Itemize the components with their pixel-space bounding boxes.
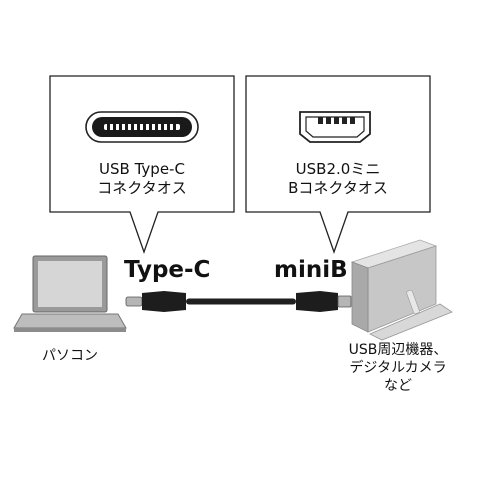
external-drive-icon <box>350 239 453 341</box>
usb-mini-b-pin <box>350 117 355 124</box>
peripheral-label-line3: など <box>384 378 412 394</box>
usb-c-pin <box>113 124 116 130</box>
usb-mini-b-pin <box>342 117 347 124</box>
usb-c-pin <box>119 124 122 130</box>
usb-c-pin <box>125 124 128 130</box>
usb-c-pin <box>137 124 140 130</box>
callout-right-text-line1: USB2.0ミニ <box>295 160 381 178</box>
peripheral-label-line2: デジタルカメラ <box>349 360 447 376</box>
callout-left-text-line2: コネクタオス <box>97 179 187 197</box>
usb-c-pin <box>155 124 158 130</box>
usb-mini-b-pin <box>326 117 331 124</box>
usb-mini-b-port-icon <box>299 111 371 143</box>
usb-c-pin <box>131 124 134 130</box>
usb-type-c-port-icon <box>85 111 199 143</box>
usb-c-pin <box>143 124 146 130</box>
pc-label: パソコン <box>42 348 98 364</box>
usb-c-pin <box>107 124 110 130</box>
callout-right-text-line2: Bコネクタオス <box>288 179 388 197</box>
usb-c-pin <box>173 124 176 130</box>
peripheral-label-line1: USB周辺機器、 <box>348 342 448 358</box>
usb-c-pin <box>161 124 164 130</box>
usb-c-pin <box>149 124 152 130</box>
callout-box-right <box>245 75 431 254</box>
usb-cable <box>125 291 352 312</box>
usb-mini-b-pin <box>334 117 339 124</box>
usb-c-pin <box>167 124 170 130</box>
usb-mini-b-pin <box>318 117 323 124</box>
cable-label-type-c: Type-C <box>124 257 211 283</box>
callout-left-text-line1: USB Type-C <box>99 160 185 178</box>
cable-label-mini-b: miniB <box>274 257 348 283</box>
laptop-icon <box>13 255 127 332</box>
